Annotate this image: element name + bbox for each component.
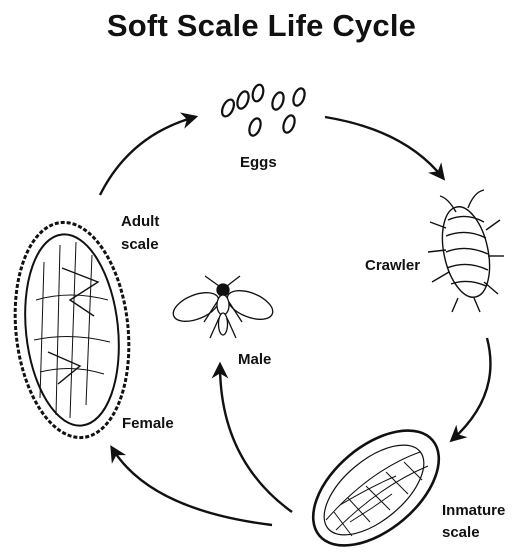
arrow-inmature-to-female [112, 448, 272, 525]
arrow-eggs-to-crawler [325, 117, 443, 178]
arrow-adult-to-eggs [100, 117, 195, 195]
inmature-scale-illustration [292, 408, 459, 558]
arrow-crawler-to-inmature [452, 338, 490, 440]
arrow-inmature-to-male [220, 365, 292, 512]
adult-scale-illustration [5, 217, 139, 444]
male-insect-illustration [169, 276, 276, 338]
crawler-illustration [428, 190, 504, 312]
eggs-illustration [220, 83, 307, 137]
